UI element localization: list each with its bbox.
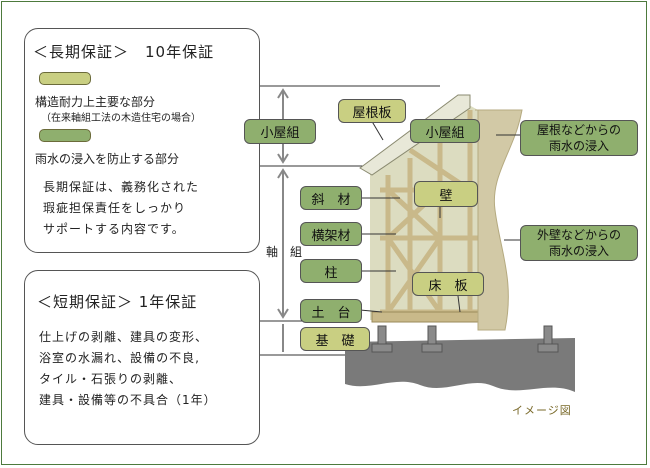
long-term-title: ＜長期保証＞ 10年保証 [33, 43, 215, 61]
description-line: 瑕疵担保責任をしっかり [43, 201, 187, 215]
kabe-label: 壁 [414, 181, 478, 207]
yokokazai-label: 横架材 [300, 222, 362, 246]
sill-beam [371, 311, 483, 323]
short-term-item: 建具・設備等の不具合（1年） [39, 393, 217, 407]
ground-soil [345, 338, 575, 392]
dodai-label: 土 台 [300, 299, 362, 323]
structure-legend-note: （在来軸組工法の木造住宅の場合） [41, 113, 201, 124]
description-line: サポートする内容です。 [43, 222, 185, 236]
rain-legend-label: 雨水の浸入を防止する部分 [35, 152, 180, 166]
short-term-item: タイル・石張りの剥離、 [39, 372, 183, 386]
short-term-item: 仕上げの剥離、建具の変形、 [39, 330, 209, 344]
roof-leak-line: 屋根などからの [536, 123, 621, 137]
shazai-label: 斜 材 [300, 186, 362, 210]
jikugumi-label: 軸 組 [266, 245, 303, 259]
structure-swatch [39, 72, 91, 85]
kiso-label: 基 礎 [300, 327, 370, 351]
leader-lines [359, 117, 520, 313]
long-term-warranty-box: ＜長期保証＞ 10年保証 構造耐力上主要な部分 （在来軸組工法の木造住宅の場合）… [24, 28, 260, 253]
short-term-warranty-box: ＜短期保証＞ 1年保証 仕上げの剥離、建具の変形、 浴室の水漏れ、設備の不良, … [24, 270, 260, 445]
wall-leak-line: 雨水の浸入 [548, 244, 609, 258]
wall-leak-label: 外壁などからの 雨水の浸入 [520, 225, 638, 261]
footings [371, 325, 559, 353]
roof-leak-label: 屋根などからの 雨水の浸入 [520, 120, 638, 156]
yanejita-label: 屋根板 [338, 99, 406, 123]
short-term-item: 浴室の水漏れ、設備の不良, [39, 351, 200, 365]
roof-leak-line: 雨水の浸入 [548, 139, 609, 153]
yukaita-label: 床 板 [412, 272, 484, 296]
long-term-description: 長期保証は、義務化された 瑕疵担保責任をしっかり サポートする内容です。 [43, 177, 199, 240]
exterior-wall-edge [475, 109, 523, 331]
structure-legend-label: 構造耐力上主要な部分 [35, 95, 156, 109]
description-line: 長期保証は、義務化された [43, 180, 200, 194]
wall-leak-line: 外壁などからの [536, 228, 621, 242]
short-term-items: 仕上げの剥離、建具の変形、 浴室の水漏れ、設備の不良, タイル・石張りの剥離、 … [39, 327, 217, 411]
rain-swatch [39, 129, 91, 142]
koyagumi-left-label: 小屋組 [244, 119, 316, 144]
jikugumi-arrow [277, 168, 289, 319]
image-caption: イメージ図 [512, 404, 572, 417]
short-term-title: ＜短期保証＞ 1年保証 [37, 293, 198, 311]
hashira-label: 柱 [300, 259, 362, 283]
koyagumi-right-label: 小屋組 [410, 119, 480, 143]
